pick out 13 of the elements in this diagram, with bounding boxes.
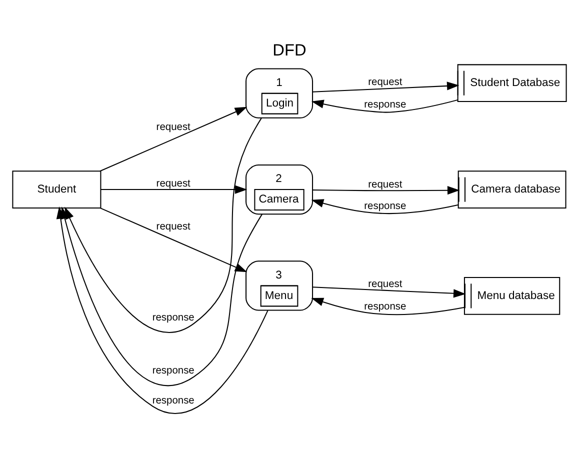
edge-label: response	[152, 395, 194, 406]
edge-label: request	[368, 77, 402, 88]
diagram-title: DFD	[272, 41, 306, 60]
edge-label: request	[156, 221, 190, 232]
edge-label: request	[368, 278, 402, 290]
edge-label: request	[368, 179, 402, 190]
edge-label: response	[364, 200, 406, 212]
edge-label: request	[156, 122, 190, 134]
edge-label: response	[364, 301, 406, 312]
edge-label: response	[152, 312, 194, 324]
edge-label: response	[364, 100, 406, 111]
edge-label: request	[156, 178, 190, 190]
edge-label: response	[152, 366, 194, 377]
